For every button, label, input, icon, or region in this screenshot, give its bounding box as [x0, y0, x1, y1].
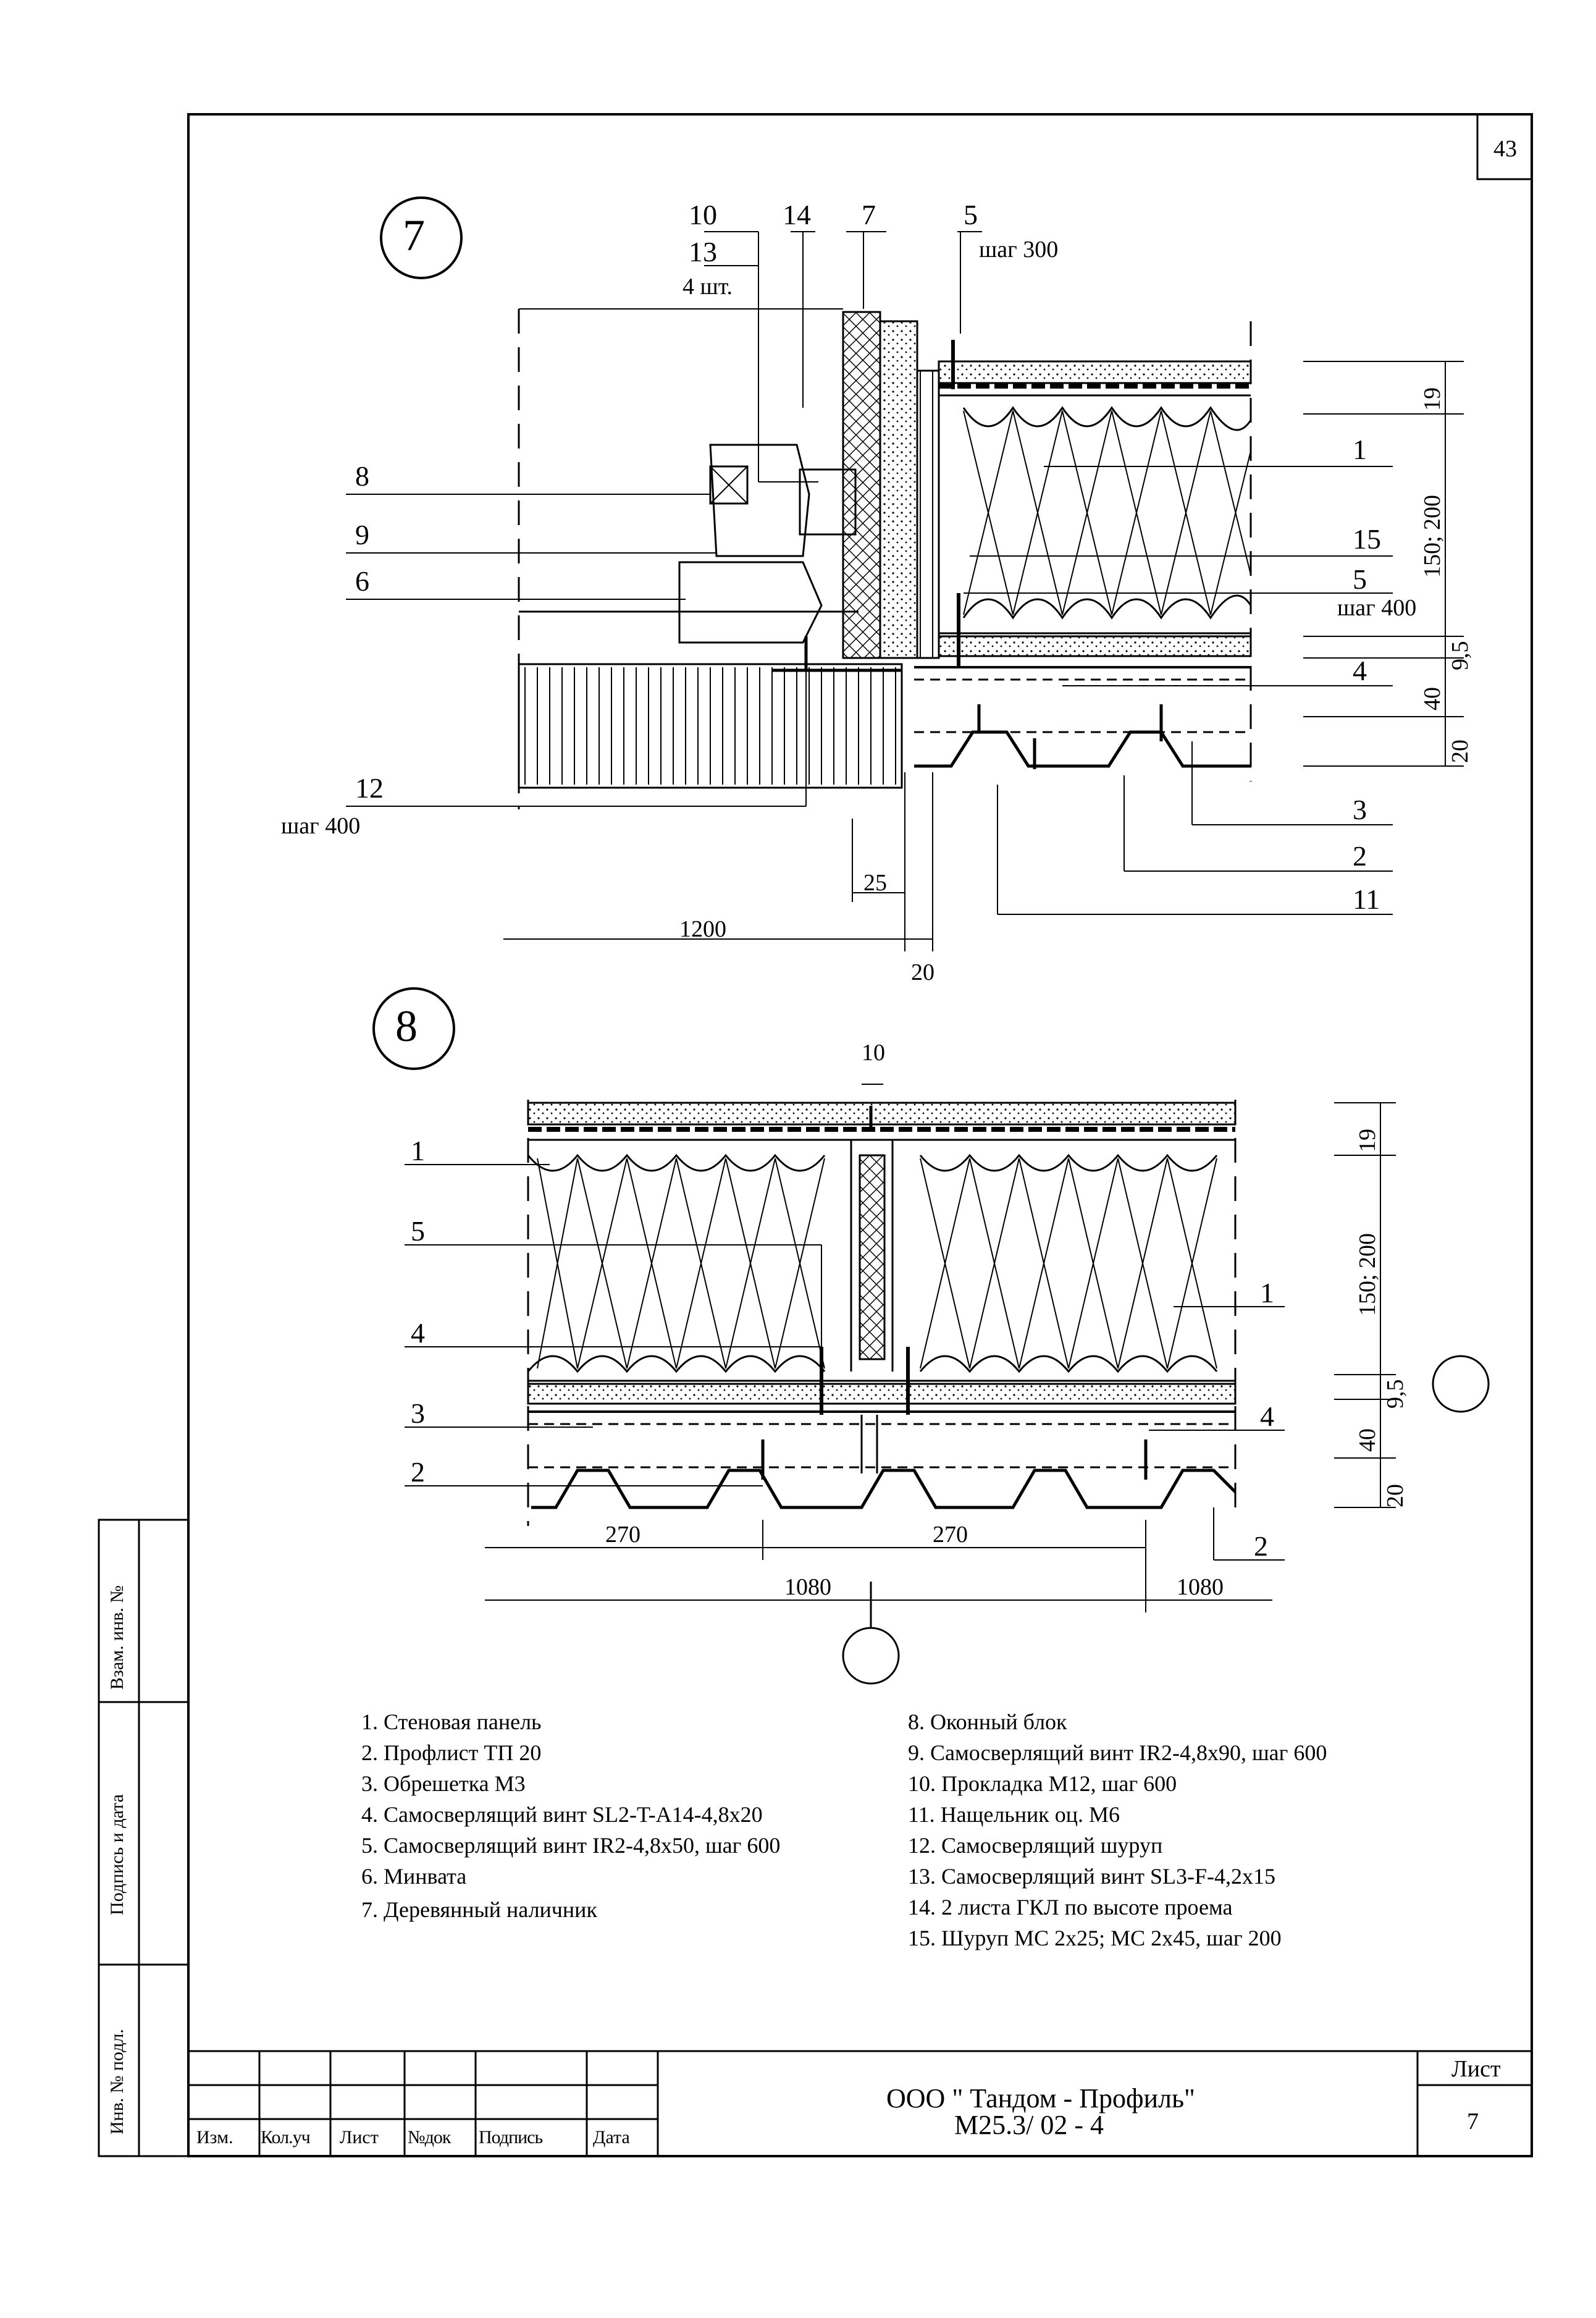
legend-item: 4. Самосверлящий винт SL2-T-A14-4,8x20 — [361, 1802, 763, 1827]
tb-code: М25.3/ 02 - 4 — [954, 2110, 1104, 2140]
d7-callout-5: 5 — [964, 199, 978, 230]
legend-item: 6. Минвата — [361, 1864, 467, 1889]
legend-item: 14. 2 листа ГКЛ по высоте проема — [908, 1895, 1233, 1920]
d7-label-1: 1 — [1353, 434, 1367, 465]
d7-dim-25: 25 — [863, 870, 887, 896]
legend-item: 3. Обрешетка М3 — [361, 1771, 526, 1796]
d7-callout-10: 10 — [689, 199, 717, 230]
legend-item: 9. Самосверлящий винт IR2-4,8x90, шаг 60… — [908, 1740, 1327, 1765]
d8-label-1-right: 1 — [1260, 1277, 1274, 1309]
legend-item: 2. Профлист ТП 20 — [361, 1740, 542, 1765]
legend-left: 1. Стеновая панель 2. Профлист ТП 20 3. … — [361, 1706, 780, 1925]
d7-label-9: 9 — [355, 519, 369, 550]
d7-label-3: 3 — [1353, 794, 1367, 825]
d7-label-11: 11 — [1353, 883, 1380, 915]
stamp-signature-date: Подпись и дата — [107, 1794, 127, 1915]
d7-dim-20-bottom: 20 — [911, 959, 934, 985]
stamp-inv-original: Инв. № подл. — [107, 2029, 127, 2135]
d7-label-15: 15 — [1353, 523, 1381, 555]
legend-item: 13. Самосверлящий винт SL3-F-4,2x15 — [908, 1864, 1275, 1889]
legend-right: 8. Оконный блок 9. Самосверлящий винт IR… — [908, 1706, 1327, 1953]
detail-8-drawing — [372, 987, 1490, 1685]
legend-item: 11. Нащельник оц. М6 — [908, 1802, 1120, 1827]
d7-label-2: 2 — [1353, 840, 1367, 872]
tb-header-date: Дата — [593, 2127, 630, 2147]
d8-label-2-left: 2 — [411, 1456, 425, 1488]
d8-dim-150-200: 150; 200 — [1354, 1233, 1380, 1316]
sheet-number-top: 43 — [1493, 136, 1517, 162]
legend-item: 8. Оконный блок — [908, 1709, 1067, 1734]
detail-8-badge: 8 — [395, 1001, 418, 1051]
stamp-replaces-inv: Взам. инв. № — [107, 1585, 127, 1690]
tb-header-izm: Изм. — [196, 2127, 233, 2147]
tb-header-ndoc: №док — [408, 2127, 451, 2147]
tb-sheet-value: 7 — [1467, 2109, 1479, 2135]
d7-dim-1200: 1200 — [679, 916, 726, 942]
d7-label-4: 4 — [1353, 655, 1367, 686]
d7-step400-left: шаг 400 — [281, 813, 361, 839]
legend-item: 12. Самосверлящий шуруп — [908, 1833, 1163, 1858]
d7-callout-13: 13 — [689, 236, 717, 268]
d7-note-step300: шаг 300 — [979, 237, 1059, 263]
d7-callout-7: 7 — [862, 199, 876, 230]
d8-dim-19: 19 — [1354, 1129, 1380, 1152]
d7-step400-right: шаг 400 — [1337, 595, 1417, 621]
tb-header-list: Лист — [340, 2127, 379, 2147]
legend-item: 5. Самосверлящий винт IR2-4,8x50, шаг 60… — [361, 1833, 781, 1858]
d7-label-5: 5 — [1353, 563, 1367, 595]
tb-sheet-label: Лист — [1451, 2056, 1501, 2082]
d8-dim-1080-b: 1080 — [1177, 1574, 1224, 1600]
title-block-grid — [188, 2050, 1532, 2156]
d8-label-1-left: 1 — [411, 1135, 425, 1166]
detail-7-badge: 7 — [403, 211, 425, 260]
tb-header-signature: Подпись — [479, 2127, 543, 2147]
d8-dim-1080-a: 1080 — [784, 1574, 831, 1600]
d7-dim-20: 20 — [1447, 740, 1473, 763]
d7-label-6: 6 — [355, 565, 369, 597]
sheet-frame — [98, 113, 1533, 2157]
d8-dim-40: 40 — [1354, 1428, 1380, 1452]
d7-dim-40: 40 — [1419, 687, 1445, 710]
d8-label-2-right: 2 — [1254, 1530, 1268, 1562]
d8-dim-270-a: 270 — [605, 1522, 640, 1548]
d7-note-4pcs: 4 шт. — [682, 274, 733, 300]
legend-item: 15. Шуруп МС 2х25; МС 2х45, шаг 200 — [908, 1926, 1282, 1950]
d8-dim-10: 10 — [862, 1040, 885, 1066]
d8-label-5: 5 — [411, 1215, 425, 1247]
d8-label-3: 3 — [411, 1397, 425, 1429]
legend-item: 1. Стеновая панель — [361, 1709, 542, 1734]
d8-dim-9-5: 9,5 — [1382, 1379, 1408, 1409]
d8-dim-270-b: 270 — [933, 1522, 968, 1548]
d8-dim-20: 20 — [1382, 1484, 1408, 1507]
d7-dim-150-200: 150; 200 — [1419, 494, 1445, 578]
d7-dim-19: 19 — [1419, 387, 1445, 411]
d8-label-4-left: 4 — [411, 1317, 425, 1349]
legend-item: 10. Прокладка М12, шаг 600 — [908, 1771, 1177, 1796]
d7-callout-14: 14 — [783, 199, 811, 230]
legend-item: 7. Деревянный наличник — [361, 1897, 597, 1922]
d7-label-12: 12 — [355, 772, 384, 804]
d8-label-4-right: 4 — [1260, 1401, 1274, 1432]
tb-header-koluch: Кол.уч — [261, 2127, 311, 2147]
tb-company: ООО " Тандом - Профиль" — [886, 2083, 1196, 2114]
d7-label-8: 8 — [355, 460, 369, 492]
detail-7-drawing — [346, 196, 1464, 951]
d7-dim-9-5: 9,5 — [1447, 641, 1473, 671]
